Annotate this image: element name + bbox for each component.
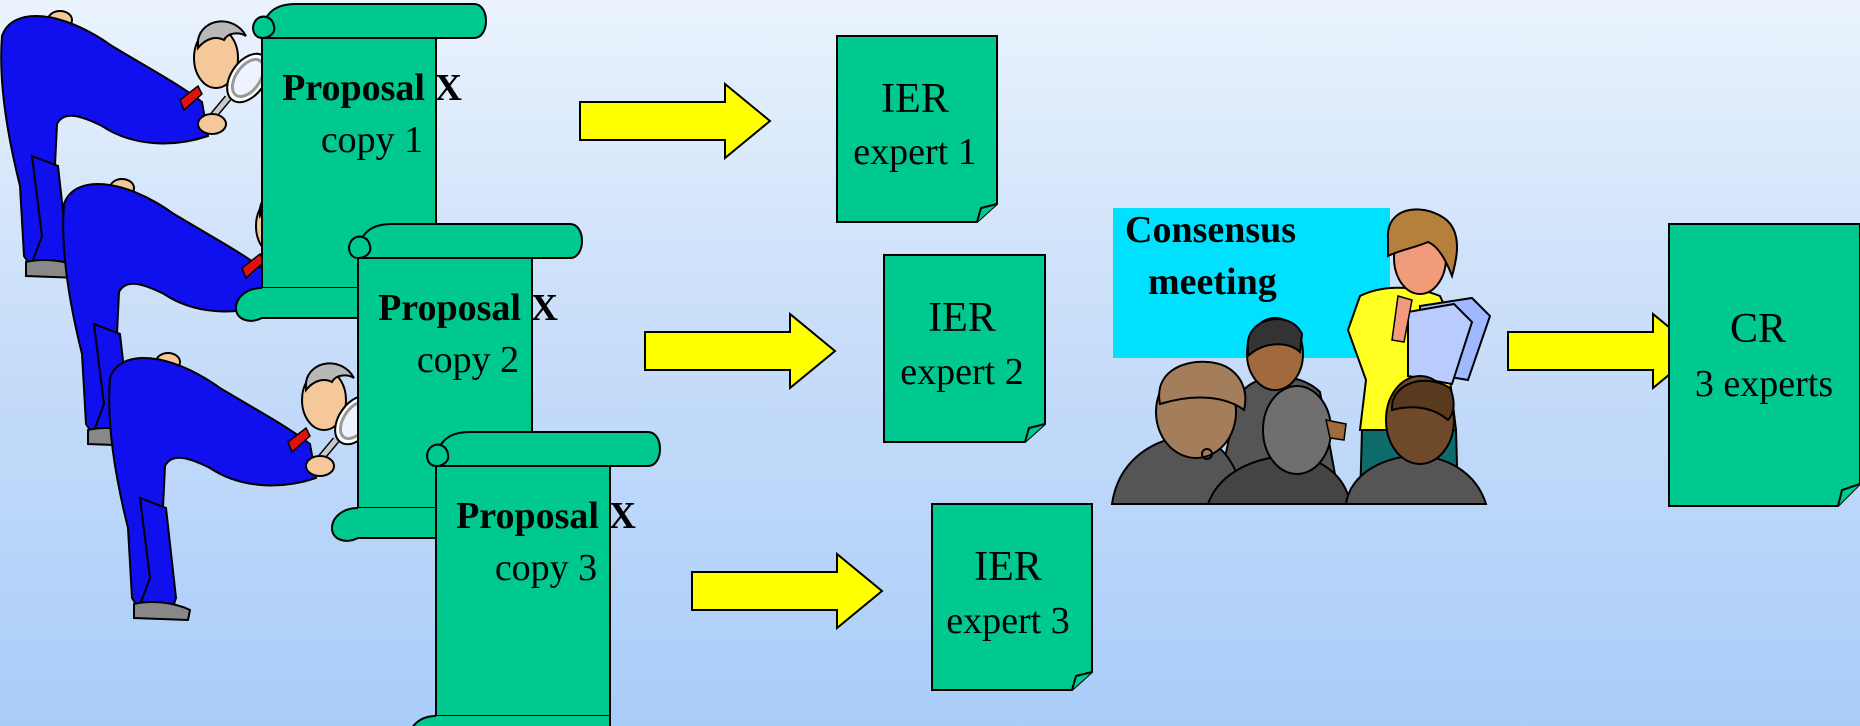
document-icon	[836, 35, 998, 223]
proposal-scroll-3: Proposal X copy 3	[409, 431, 661, 726]
ier-title: IER	[881, 76, 949, 122]
ier-document-2: IER expert 2	[883, 254, 1046, 443]
proposal-scroll-2: Proposal X copy 2	[331, 223, 583, 542]
cr-title: CR	[1730, 306, 1786, 352]
proposal-scroll-1: Proposal X copy 1	[235, 3, 487, 322]
proposal-title: Proposal X	[282, 67, 462, 109]
proposal-copy: copy 1	[321, 119, 423, 161]
ier-expert: expert 1	[853, 131, 976, 173]
proposal-title: Proposal X	[378, 287, 558, 329]
proposal-title: Proposal X	[456, 495, 636, 537]
arrow-right-icon	[579, 83, 771, 159]
consensus-meeting: Consensus meeting	[1110, 208, 1492, 505]
ier-expert: expert 2	[900, 351, 1023, 393]
proposal-copy: copy 2	[417, 339, 519, 381]
expert-inspector-icon	[109, 353, 385, 620]
document-icon	[883, 254, 1046, 443]
meeting-label: meeting	[1148, 261, 1277, 303]
document-icon	[931, 503, 1093, 691]
consensus-label: Consensus	[1125, 209, 1296, 251]
ier-document-3: IER expert 3	[931, 503, 1093, 691]
consensus-report-document: CR 3 experts	[1668, 223, 1860, 507]
proposal-copy: copy 3	[495, 547, 597, 589]
arrow-right-icon	[691, 553, 883, 629]
meeting-people-icon	[1110, 208, 1492, 505]
arrow-right-icon	[644, 313, 836, 389]
ier-document-1: IER expert 1	[836, 35, 998, 223]
ier-expert: expert 3	[946, 600, 1069, 642]
ier-title: IER	[974, 544, 1042, 590]
cr-experts: 3 experts	[1695, 363, 1833, 405]
ier-title: IER	[928, 295, 996, 341]
